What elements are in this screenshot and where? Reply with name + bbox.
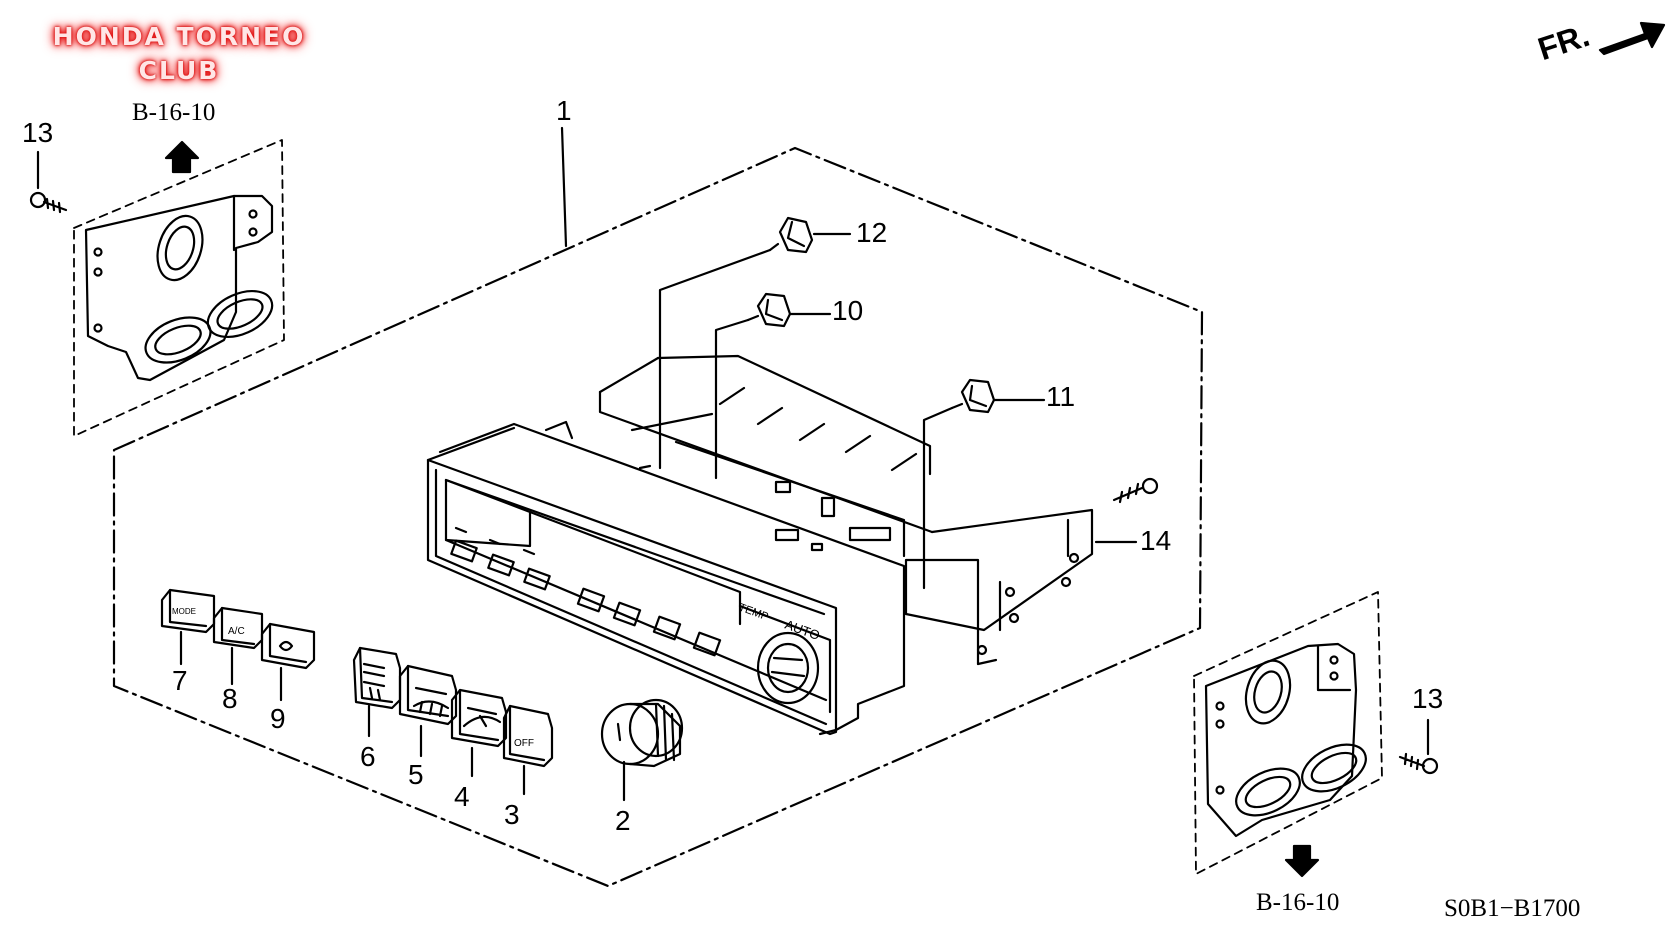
up-arrow-icon xyxy=(164,140,200,174)
button-mode-label: MODE xyxy=(172,607,196,616)
callout-8: 8 xyxy=(222,683,238,714)
callout-4: 4 xyxy=(454,781,470,812)
ref-bottom-right: B-16-10 xyxy=(1256,889,1339,916)
fan-icon xyxy=(278,640,294,652)
button-ac-label: A/C xyxy=(228,626,245,637)
callout-9: 9 xyxy=(270,703,286,734)
mounting-bracket-right xyxy=(1204,642,1367,838)
button-off[interactable] xyxy=(502,704,554,768)
screw-13-right xyxy=(1398,718,1439,775)
clip-11 xyxy=(922,378,1046,590)
callout-10: 10 xyxy=(832,295,863,326)
button-rear-defrost[interactable] xyxy=(352,646,402,710)
callout-6: 6 xyxy=(360,741,376,772)
button-fan[interactable] xyxy=(260,622,316,670)
callout-5: 5 xyxy=(408,759,424,790)
screw-13-left xyxy=(29,150,68,214)
assembly-boundary xyxy=(112,146,1204,888)
watermark-line1: HONDA TORNEO xyxy=(52,22,306,51)
panel-auto-label: AUTO xyxy=(783,617,822,643)
mounting-bracket-left xyxy=(84,194,274,382)
watermark-line2: CLUB xyxy=(138,56,220,85)
diagram-code: S0B1−B1700 xyxy=(1444,895,1580,922)
down-arrow-icon xyxy=(1284,844,1320,878)
leader-1 xyxy=(560,126,568,248)
callout-11: 11 xyxy=(1046,381,1075,412)
rear-housing xyxy=(598,354,1094,666)
callout-13-left: 13 xyxy=(22,117,53,148)
callout-2: 2 xyxy=(615,805,631,836)
bracket-left-boundary xyxy=(73,139,285,437)
callout-12: 12 xyxy=(856,217,887,248)
temperature-knob xyxy=(600,698,684,768)
button-front-defrost[interactable] xyxy=(398,664,458,726)
callout-14: 14 xyxy=(1140,525,1171,556)
clip-12 xyxy=(658,216,852,470)
recirculation-icon xyxy=(462,714,502,728)
panel-temp-label: TEMP xyxy=(737,602,770,624)
callout-1: 1 xyxy=(556,95,572,126)
front-defrost-icon xyxy=(412,700,450,718)
button-off-label: OFF xyxy=(514,738,534,749)
callout-13-right: 13 xyxy=(1412,683,1443,714)
button-recirculation[interactable] xyxy=(450,688,508,748)
screw-14 xyxy=(1094,477,1159,544)
callout-3: 3 xyxy=(504,799,520,830)
clip-10 xyxy=(714,292,832,480)
rear-defrost-icon xyxy=(362,662,386,702)
front-arrow-icon xyxy=(1598,21,1666,56)
club-watermark: HONDA TORNEO CLUB xyxy=(14,20,344,88)
control-panel-body xyxy=(426,420,906,736)
callout-7: 7 xyxy=(172,665,188,696)
ref-top-left: B-16-10 xyxy=(132,99,215,126)
bracket-right-boundary xyxy=(1193,591,1383,875)
